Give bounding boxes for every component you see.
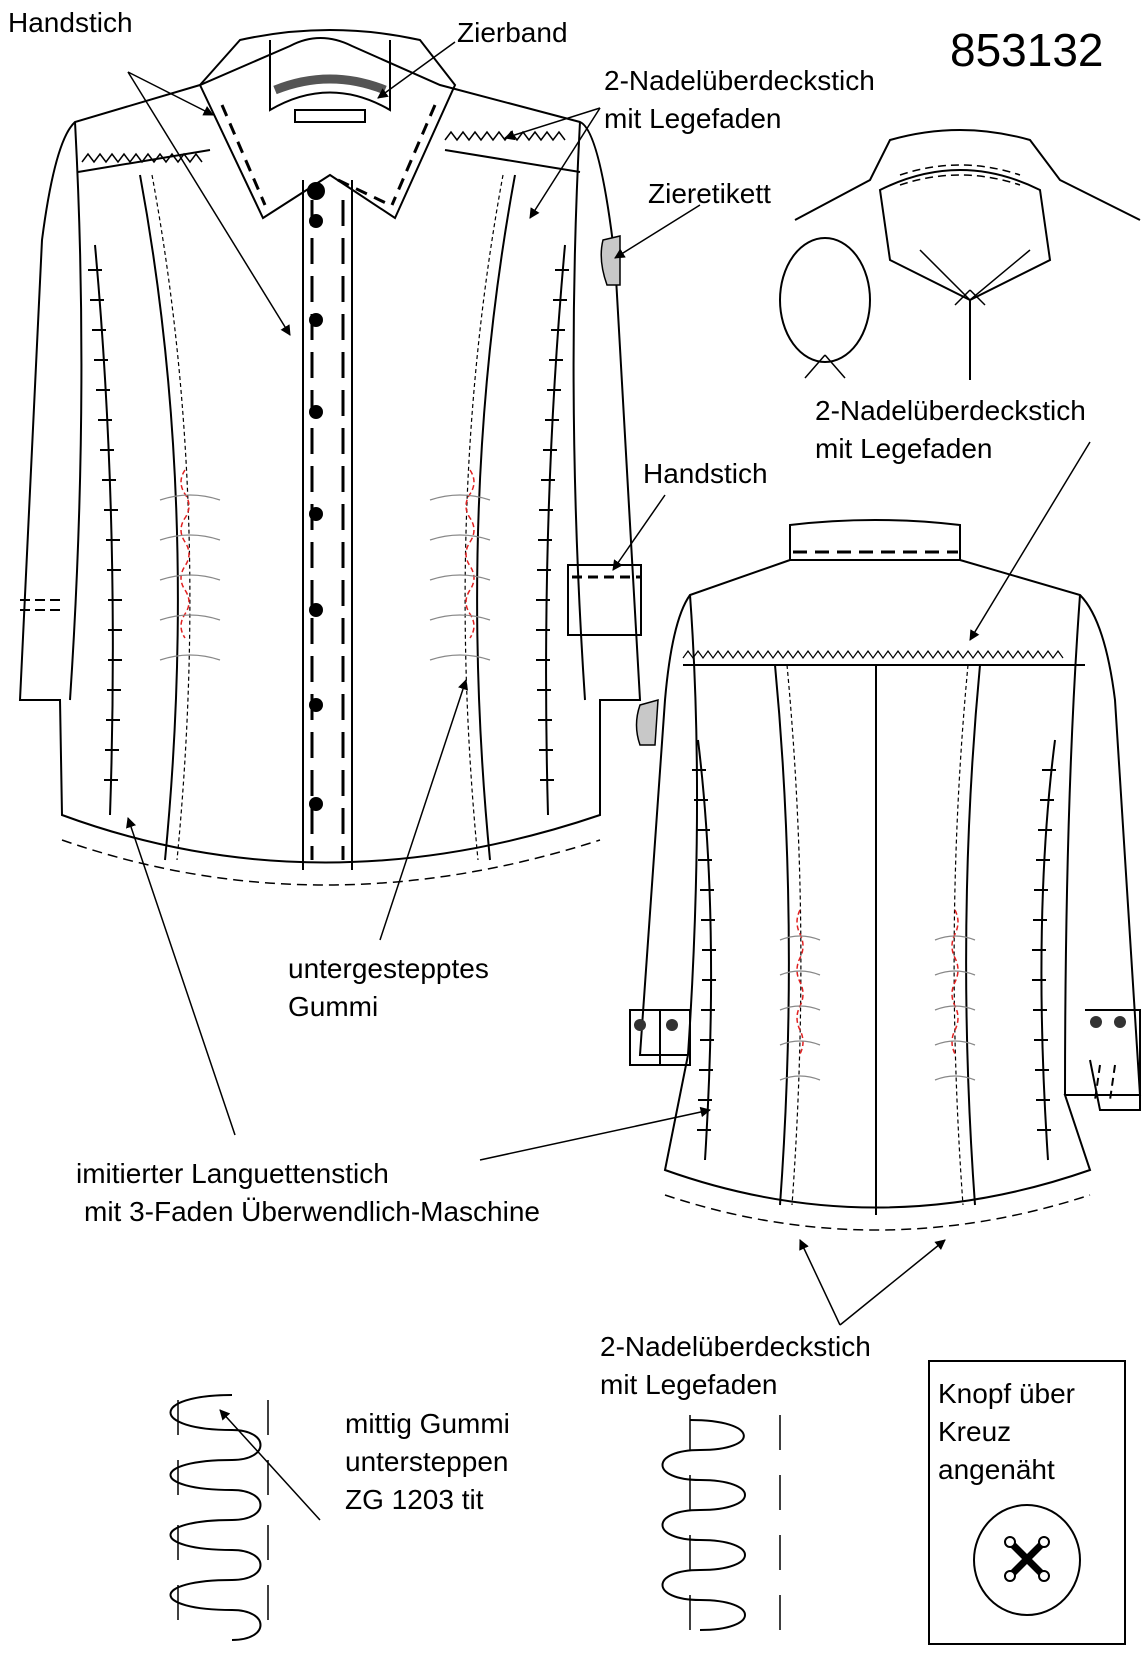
shirt-back	[629, 519, 1142, 1231]
label-knopf-line2: Kreuz	[938, 1416, 1012, 1447]
label-zierband: Zierband	[457, 17, 568, 48]
button-cross-detail	[973, 1504, 1081, 1616]
stitch-detail-right	[661, 1415, 781, 1631]
pointer-nadel-hem-left	[799, 1239, 841, 1326]
pointer-nadel-back-yoke	[969, 441, 1091, 641]
loop-tie	[779, 237, 871, 363]
label-knopf-line1: Knopf über	[938, 1378, 1075, 1409]
pointer-gummi	[379, 679, 469, 941]
label-nadel-top-line2: mit Legefaden	[604, 103, 782, 134]
label-gummi-line1: untergestepptes	[288, 953, 489, 984]
zieretikett-patch	[600, 235, 621, 286]
zierband	[273, 74, 387, 95]
label-nadel-bottom: 2-Nadelüberdeckstich mit Legefaden	[600, 1328, 871, 1404]
collar-detail	[779, 129, 1141, 380]
pointer-nadel-yoke	[503, 107, 601, 141]
shirt-front	[18, 29, 642, 886]
pointer-zierband	[377, 41, 456, 99]
label-handstich-mid: Handstich	[643, 458, 768, 489]
button-3	[309, 313, 323, 327]
label-nadel-bottom-line1: 2-Nadelüberdeckstich	[600, 1331, 871, 1362]
label-nadel-bottom-line2: mit Legefaden	[600, 1369, 778, 1400]
label-languette-line2: mit 3-Faden Überwendlich-Maschine	[84, 1196, 540, 1227]
button-4	[309, 405, 323, 419]
button-2	[309, 214, 323, 228]
knopf-detail-box	[928, 1360, 1126, 1645]
label-nadel-top: 2-Nadelüberdeckstich mit Legefaden	[604, 62, 875, 138]
label-mittig-gummi: mittig Gummi untersteppen ZG 1203 tit	[345, 1405, 510, 1519]
pointer-handstich-collar	[127, 71, 214, 116]
pointer-languette-back	[479, 1106, 712, 1161]
label-gummi: untergestepptes Gummi	[288, 950, 489, 1026]
pointer-lines	[126, 41, 1091, 1521]
back-elastic	[779, 909, 976, 1081]
front-elastic	[159, 469, 491, 661]
button-5	[309, 507, 323, 521]
label-nadel-mid: 2-Nadelüberdeckstich mit Legefaden	[815, 392, 1086, 468]
button-1	[307, 182, 325, 200]
label-knopf: Knopf über Kreuz angenäht	[938, 1375, 1075, 1489]
label-mittig-line1: mittig Gummi	[345, 1408, 510, 1439]
stitch-detail-left	[169, 1394, 269, 1641]
button-6	[309, 603, 323, 617]
label-languette: imitierter Languettenstich mit 3-Faden Ü…	[76, 1155, 540, 1231]
label-zieretikett: Zieretikett	[648, 178, 771, 209]
button-8	[309, 797, 323, 811]
pointer-handstich-cuff	[612, 494, 666, 571]
label-knopf-line3: angenäht	[938, 1454, 1055, 1485]
pointer-nadel-hem-right	[839, 1239, 946, 1326]
rolled-cuff	[567, 564, 642, 636]
label-mittig-line3: ZG 1203 tit	[345, 1484, 484, 1515]
label-nadel-top-line1: 2-Nadelüberdeckstich	[604, 65, 875, 96]
label-nadel-mid-line2: mit Legefaden	[815, 433, 993, 464]
back-cuff-buttons	[634, 1016, 1126, 1031]
label-languette-line1: imitierter Languettenstich	[76, 1158, 389, 1189]
pointer-languette-front	[126, 817, 236, 1136]
back-zieretikett-patch	[635, 698, 659, 746]
pointer-handstich-placket	[127, 71, 291, 336]
front-buttons	[307, 182, 325, 811]
label-mittig-line2: untersteppen	[345, 1446, 509, 1477]
pointer-zieretikett	[614, 204, 701, 259]
label-nadel-mid-line1: 2-Nadelüberdeckstich	[815, 395, 1086, 426]
label-handstich-top: Handstich	[8, 7, 133, 38]
button-7	[309, 698, 323, 712]
label-gummi-line2: Gummi	[288, 991, 379, 1022]
style-number: 853132	[950, 24, 1104, 76]
pointer-mittig-gummi	[219, 1409, 321, 1521]
pointer-nadel-seam	[529, 107, 601, 219]
